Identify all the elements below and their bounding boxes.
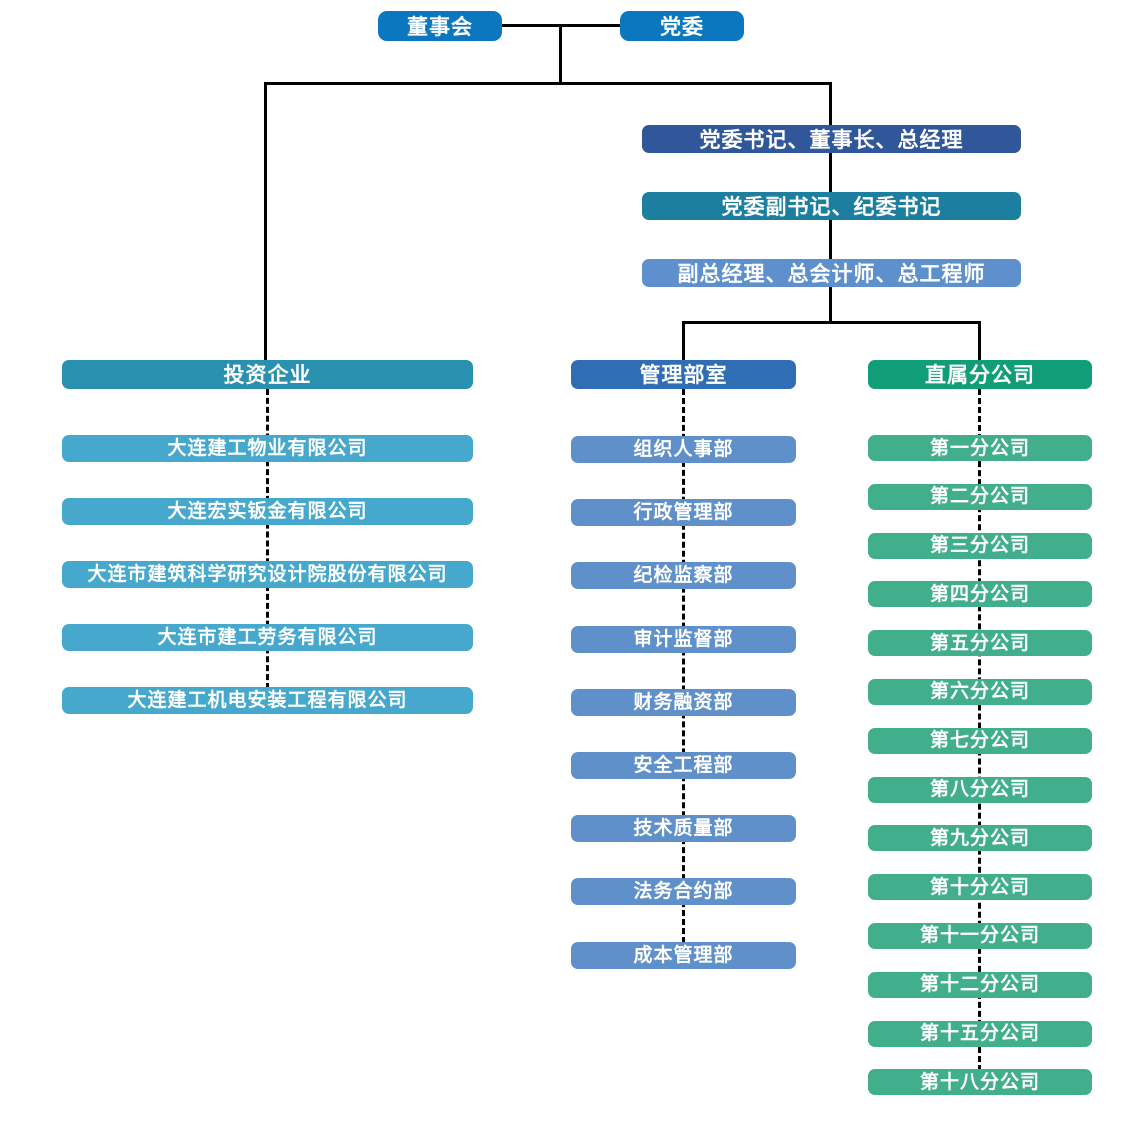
mgmt-department-box: 安全工程部	[571, 751, 796, 779]
connector-mgmt-drop	[682, 321, 685, 362]
mgmt-department-box: 纪检监察部	[571, 562, 796, 590]
column-investment-enterprises: 大连建工物业有限公司大连宏实钣金有限公司大连市建筑科学研究设计院股份有限公司大连…	[62, 435, 473, 714]
connector-top-drop	[559, 24, 562, 84]
mgmt-department-box: 成本管理部	[571, 941, 796, 969]
branch-company-box: 第一分公司	[868, 435, 1092, 461]
column-header-management-departments: 管理部室	[571, 360, 796, 389]
branch-company-box: 第九分公司	[868, 825, 1092, 852]
column-header-direct-branches: 直属分公司	[868, 360, 1092, 389]
box-exec-deputy-secretary: 党委副书记、纪委书记	[642, 192, 1021, 220]
mgmt-department-box: 财务融资部	[571, 688, 796, 716]
connector-top-horizontal	[440, 24, 684, 27]
branch-company-box: 第十分公司	[868, 874, 1092, 901]
branch-company-box: 第四分公司	[868, 581, 1092, 608]
mgmt-department-box: 组织人事部	[571, 436, 796, 463]
branch-company-box: 第十八分公司	[868, 1069, 1092, 1096]
dashed-line-mgmt	[682, 389, 685, 943]
box-exec-secretary-chairman-gm: 党委书记、董事长、总经理	[642, 125, 1021, 153]
branch-company-box: 第八分公司	[868, 776, 1092, 803]
invest-company-box: 大连市建筑科学研究设计院股份有限公司	[62, 561, 473, 588]
invest-company-box: 大连建工物业有限公司	[62, 435, 473, 462]
box-exec-vice-gm-chief-accountant-engineer: 副总经理、总会计师、总工程师	[642, 259, 1021, 287]
box-board-of-directors: 董事会	[378, 11, 502, 41]
column-header-investment-enterprises: 投资企业	[62, 360, 473, 389]
branch-company-box: 第十二分公司	[868, 971, 1092, 998]
invest-company-box: 大连市建工劳务有限公司	[62, 624, 473, 651]
connector-invest-drop	[264, 82, 267, 362]
branch-company-box: 第二分公司	[868, 483, 1092, 510]
branch-company-box: 第十五分公司	[868, 1020, 1092, 1047]
mgmt-department-box: 行政管理部	[571, 499, 796, 527]
branch-company-box: 第五分公司	[868, 630, 1092, 657]
mgmt-department-box: 技术质量部	[571, 815, 796, 843]
connector-level1-horizontal	[264, 82, 831, 85]
branch-company-box: 第三分公司	[868, 532, 1092, 559]
invest-company-box: 大连宏实钣金有限公司	[62, 498, 473, 525]
mgmt-department-box: 法务合约部	[571, 878, 796, 906]
connector-level2-horizontal	[682, 321, 981, 324]
column-management-departments: 组织人事部行政管理部纪检监察部审计监督部财务融资部安全工程部技术质量部法务合约部…	[571, 436, 796, 969]
dashed-line-invest	[266, 389, 269, 689]
branch-company-box: 第十一分公司	[868, 922, 1092, 949]
column-direct-branches: 第一分公司第二分公司第三分公司第四分公司第五分公司第六分公司第七分公司第八分公司…	[868, 435, 1092, 1096]
mgmt-department-box: 审计监督部	[571, 625, 796, 653]
branch-company-box: 第七分公司	[868, 727, 1092, 754]
connector-branch-drop	[978, 321, 981, 362]
box-party-committee: 党委	[620, 11, 744, 41]
branch-company-box: 第六分公司	[868, 678, 1092, 705]
invest-company-box: 大连建工机电安装工程有限公司	[62, 687, 473, 714]
